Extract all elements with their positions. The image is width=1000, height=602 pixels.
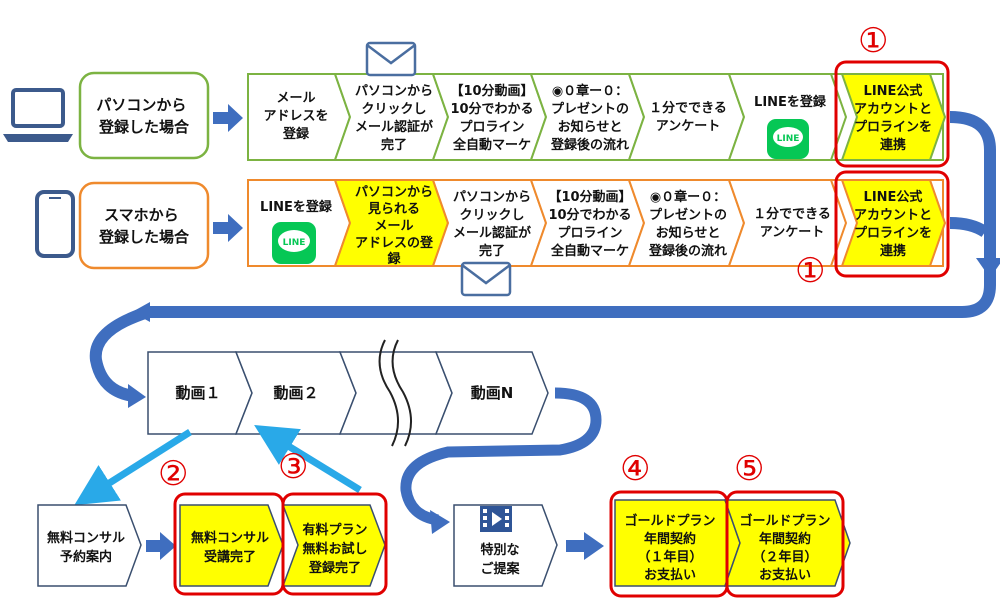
badge-5: ⑤ <box>734 449 764 489</box>
cyan-arrow-to-video2 <box>254 425 362 493</box>
pc-badge: ① <box>858 21 888 61</box>
svg-text:無料コンサル予約案内: 無料コンサル予約案内 <box>47 530 125 565</box>
svg-text:ゴールドプラン年間契約（２年目）お支払い: ゴールドプラン年間契約（２年目）お支払い <box>739 513 830 583</box>
svg-text:パソコンから見られるメールアドレスの登録: パソコンから見られるメールアドレスの登録 <box>355 185 434 267</box>
video-play-icon <box>480 506 512 532</box>
video-1: 動画１ <box>147 351 253 435</box>
smartphone-icon <box>35 190 75 258</box>
svg-text:◉０章ー０：プレゼントのお知らせと登録後の流れ: ◉０章ー０：プレゼントのお知らせと登録後の流れ <box>648 189 727 259</box>
consult-reserve: 無料コンサル予約案内 <box>37 504 142 587</box>
svg-text:LINE: LINE <box>283 238 306 248</box>
arrow-into-pc-row <box>213 104 243 132</box>
arrow-consult <box>146 532 176 560</box>
flow-connector <box>89 111 996 402</box>
arrow-special <box>566 532 604 560</box>
svg-text:動画１: 動画１ <box>175 384 220 402</box>
svg-text:メールアドレスを登録: メールアドレスを登録 <box>263 91 328 142</box>
svg-text:LINE: LINE <box>777 134 800 144</box>
svg-text:１分でできるアンケート: １分でできるアンケート <box>753 206 831 240</box>
svg-text:動画２: 動画２ <box>273 384 318 402</box>
svg-text:１分でできるアンケート: １分でできるアンケート <box>649 100 727 134</box>
paid-trial: 有料プラン無料お試し登録完了 <box>281 492 388 596</box>
phone-step-6: １分でできるアンケート <box>727 179 848 267</box>
pc-step-2: パソコンからクリックしメール認証が完了 <box>333 73 450 161</box>
pc-row: メールアドレスを登録 パソコンからクリックしメール認証が完了 【10分動画】10… <box>247 21 950 168</box>
svg-text:無料コンサル受講完了: 無料コンサル受講完了 <box>191 530 269 565</box>
connector-arrowhead <box>132 302 150 322</box>
svg-text:LINEを登録: LINEを登録 <box>260 199 333 215</box>
arrow-into-phone-row <box>213 214 243 242</box>
video-row: 動画１ 動画２ 動画N <box>147 339 549 447</box>
pc-step-6: LINEを登録 LINE <box>727 73 848 161</box>
cyan-arrow-to-consult <box>74 429 192 506</box>
phone-step-4: 【10分動画】10分でわかるプロライン全自動マーケ <box>529 179 646 267</box>
phone-final-step: LINE公式アカウントとプロラインを連携 <box>834 170 950 278</box>
svg-text:パソコンから 登録した場合: パソコンから 登録した場合 <box>96 96 191 136</box>
line-app-icon: LINE <box>767 119 809 159</box>
gold-plan-year1: ゴールドプラン年間契約（１年目）お支払い <box>609 490 741 598</box>
svg-text:特別なご提案: 特別なご提案 <box>480 542 520 577</box>
phone-route-label: スマホから 登録した場合 <box>78 181 210 270</box>
envelope-icon <box>460 261 512 297</box>
envelope-icon <box>365 41 417 77</box>
badge-2: ② <box>158 454 188 494</box>
special-offer: 特別なご提案 <box>453 504 558 587</box>
connector-arrowhead <box>976 258 1000 278</box>
consult-done: 無料コンサル受講完了 <box>173 492 285 596</box>
svg-text:パソコンからクリックしメール認証が完了: パソコンからクリックしメール認証が完了 <box>355 84 433 153</box>
connector-arrowhead <box>128 384 146 408</box>
video-gap <box>338 339 453 447</box>
badge-3: ③ <box>278 447 308 487</box>
svg-text:LINEを登録: LINEを登録 <box>754 94 827 110</box>
pc-step-4: ◉０章ー０：プレゼントのお知らせと登録後の流れ <box>529 73 646 161</box>
phone-row: LINEを登録 LINE パソコンから見られるメールアドレスの登録 パソコンから… <box>247 170 950 291</box>
flow-connector <box>400 387 602 526</box>
gold-plan-year2: ゴールドプラン年間契約（２年目）お支払い <box>723 490 851 598</box>
phone-step-3: パソコンからクリックしメール認証が完了 <box>431 179 548 267</box>
line-app-icon: LINE <box>272 222 316 264</box>
svg-text:パソコンからクリックしメール認証が完了: パソコンからクリックしメール認証が完了 <box>453 190 531 259</box>
phone-badge: ① <box>795 251 825 291</box>
pc-step-3: 【10分動画】10分でわかるプロライン全自動マーケ <box>431 73 548 161</box>
phone-step-1: LINEを登録 LINE <box>247 179 352 267</box>
laptop-icon <box>3 88 73 142</box>
svg-text:ゴールドプラン年間契約（１年目）お支払い: ゴールドプラン年間契約（１年目）お支払い <box>624 513 715 583</box>
connector-arrowhead <box>430 510 450 534</box>
svg-text:LINE公式アカウントとプロラインを連携: LINE公式アカウントとプロラインを連携 <box>854 189 932 259</box>
svg-text:スマホから 登録した場合: スマホから 登録した場合 <box>98 206 190 246</box>
pc-final-step: LINE公式アカウントとプロラインを連携 <box>834 60 950 168</box>
phone-step-2: パソコンから見られるメールアドレスの登録 <box>333 179 450 267</box>
svg-text:◉０章ー０：プレゼントのお知らせと登録後の流れ: ◉０章ー０：プレゼントのお知らせと登録後の流れ <box>550 83 629 153</box>
pc-route-label: パソコンから 登録した場合 <box>78 71 210 160</box>
svg-text:動画N: 動画N <box>471 384 514 402</box>
svg-text:【10分動画】10分でわかるプロライン全自動マーケ: 【10分動画】10分でわかるプロライン全自動マーケ <box>450 83 533 153</box>
svg-text:有料プラン無料お試し登録完了: 有料プラン無料お試し登録完了 <box>302 522 367 576</box>
badge-4: ④ <box>620 449 650 489</box>
phone-step-5: ◉０章ー０：プレゼントのお知らせと登録後の流れ <box>627 179 746 267</box>
video-n: 動画N <box>434 351 549 435</box>
svg-text:LINE公式アカウントとプロラインを連携: LINE公式アカウントとプロラインを連携 <box>854 83 932 153</box>
video-2: 動画２ <box>234 351 357 435</box>
pc-step-1: メールアドレスを登録 <box>247 73 352 161</box>
pc-step-5: １分でできるアンケート <box>627 73 746 161</box>
svg-text:【10分動画】10分でわかるプロライン全自動マーケ: 【10分動画】10分でわかるプロライン全自動マーケ <box>548 189 631 259</box>
